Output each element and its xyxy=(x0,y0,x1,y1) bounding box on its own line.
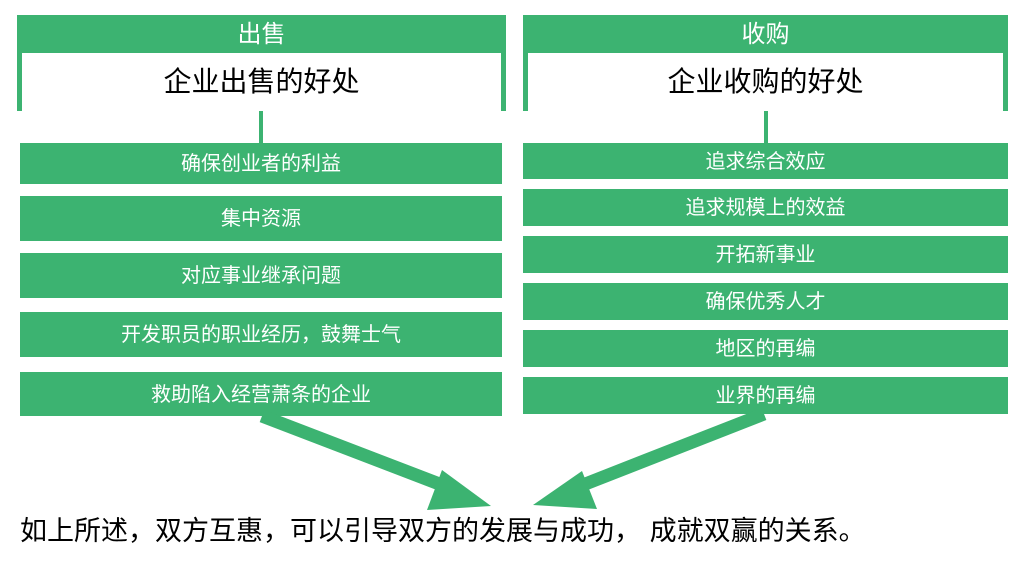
sale-title: 出售 xyxy=(237,20,286,48)
right-arrow-shaft xyxy=(567,407,767,497)
right-arrowhead xyxy=(533,471,597,509)
acquisition-benefit-item: 地区的再编 xyxy=(523,330,1008,367)
acquisition-connector-line xyxy=(764,111,768,143)
acquisition-subtitle: 企业收购的好处 xyxy=(528,53,1003,111)
acquisition-benefit-item: 业界的再编 xyxy=(523,377,1008,414)
acquisition-benefit-item: 追求综合效应 xyxy=(523,143,1008,179)
sale-benefit-item: 救助陷入经营萧条的企业 xyxy=(20,372,502,416)
sale-subtitle: 企业出售的好处 xyxy=(22,53,501,111)
left-arrowhead xyxy=(427,470,491,510)
left-arrow-shaft xyxy=(259,409,458,497)
acquisition-benefit-item: 确保优秀人才 xyxy=(523,283,1008,320)
sale-benefit-item: 确保创业者的利益 xyxy=(20,143,502,184)
sale-benefit-item: 开发职员的职业经历，鼓舞士气 xyxy=(20,312,502,357)
conclusion-text: 如上所述，双方互惠，可以引导双方的发展与成功， 成就双赢的关系。 xyxy=(20,516,866,547)
acquisition-benefit-item: 开拓新事业 xyxy=(523,236,1008,273)
sale-panel-header: 出售 企业出售的好处 xyxy=(17,15,506,111)
acquisition-panel-header: 收购 企业收购的好处 xyxy=(523,15,1008,111)
sale-connector-line xyxy=(259,111,263,143)
acquisition-title: 收购 xyxy=(741,20,790,48)
acquisition-benefit-item: 追求规模上的效益 xyxy=(523,189,1008,226)
sale-benefit-item: 对应事业继承问题 xyxy=(20,253,502,298)
sale-benefit-item: 集中资源 xyxy=(20,196,502,241)
